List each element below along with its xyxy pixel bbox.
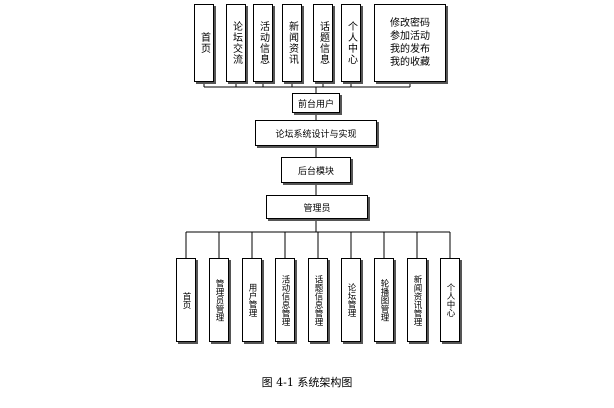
backend-module-activity-management-label: 活动信息管理	[280, 274, 290, 326]
backend-module-topic-management: 话题信息管理	[308, 258, 328, 342]
module-activity-info-label: 活动信息	[257, 21, 269, 65]
module-personal-functions-label: 修改密码 参加活动 我的发布 我的收藏	[390, 18, 430, 68]
backend-module-news-management-label: 新闻资讯管理	[412, 274, 422, 326]
backend-module-topic-management-label: 话题信息管理	[313, 274, 323, 326]
backend-module-news-management: 新闻资讯管理	[407, 258, 427, 342]
module-personal-functions: 修改密码 参加活动 我的发布 我的收藏	[374, 4, 446, 82]
backend-module-carousel-management-label: 轮播图管理	[379, 278, 389, 322]
module-topic-info: 话题信息	[313, 4, 333, 82]
module-topic-info-label: 话题信息	[317, 21, 329, 65]
backend-module-home-label: 首页	[181, 291, 191, 309]
backend-module-admin-management-label: 管理员管理	[214, 278, 224, 322]
front-user-label: 前台用户	[297, 99, 334, 110]
module-home-label: 首页	[198, 32, 210, 54]
backend-module-personal-center: 个人中心	[440, 258, 460, 342]
module-forum-exchange: 论坛交流	[226, 4, 246, 82]
admin-node: 管理员	[266, 195, 368, 219]
backend-module-home: 首页	[176, 258, 196, 342]
backend-node: 后台模块	[281, 157, 351, 183]
backend-module-carousel-management: 轮播图管理	[374, 258, 394, 342]
backend-module-activity-management: 活动信息管理	[275, 258, 295, 342]
module-activity-info: 活动信息	[253, 4, 273, 82]
module-personal-center: 个人中心	[341, 4, 361, 82]
front-user-node: 前台用户	[292, 93, 340, 113]
backend-module-forum-management-label: 论坛管理	[346, 283, 356, 317]
module-forum-exchange-label: 论坛交流	[230, 21, 242, 65]
figure-caption: 图 4-1 系统架构图	[261, 376, 353, 389]
module-personal-center-label: 个人中心	[345, 21, 357, 65]
module-home: 首页	[194, 4, 214, 82]
system-node: 论坛系统设计与实现	[255, 120, 377, 146]
backend-label: 后台模块	[297, 166, 334, 177]
admin-label: 管理员	[303, 203, 331, 214]
system-label: 论坛系统设计与实现	[275, 129, 357, 140]
module-news-label: 新闻资讯	[286, 21, 298, 65]
backend-module-user-management-label: 用户管理	[247, 283, 257, 317]
backend-module-user-management: 用户管理	[242, 258, 262, 342]
backend-module-forum-management: 论坛管理	[341, 258, 361, 342]
backend-module-personal-center-label: 个人中心	[445, 283, 455, 317]
backend-module-admin-management: 管理员管理	[209, 258, 229, 342]
module-news: 新闻资讯	[282, 4, 302, 82]
